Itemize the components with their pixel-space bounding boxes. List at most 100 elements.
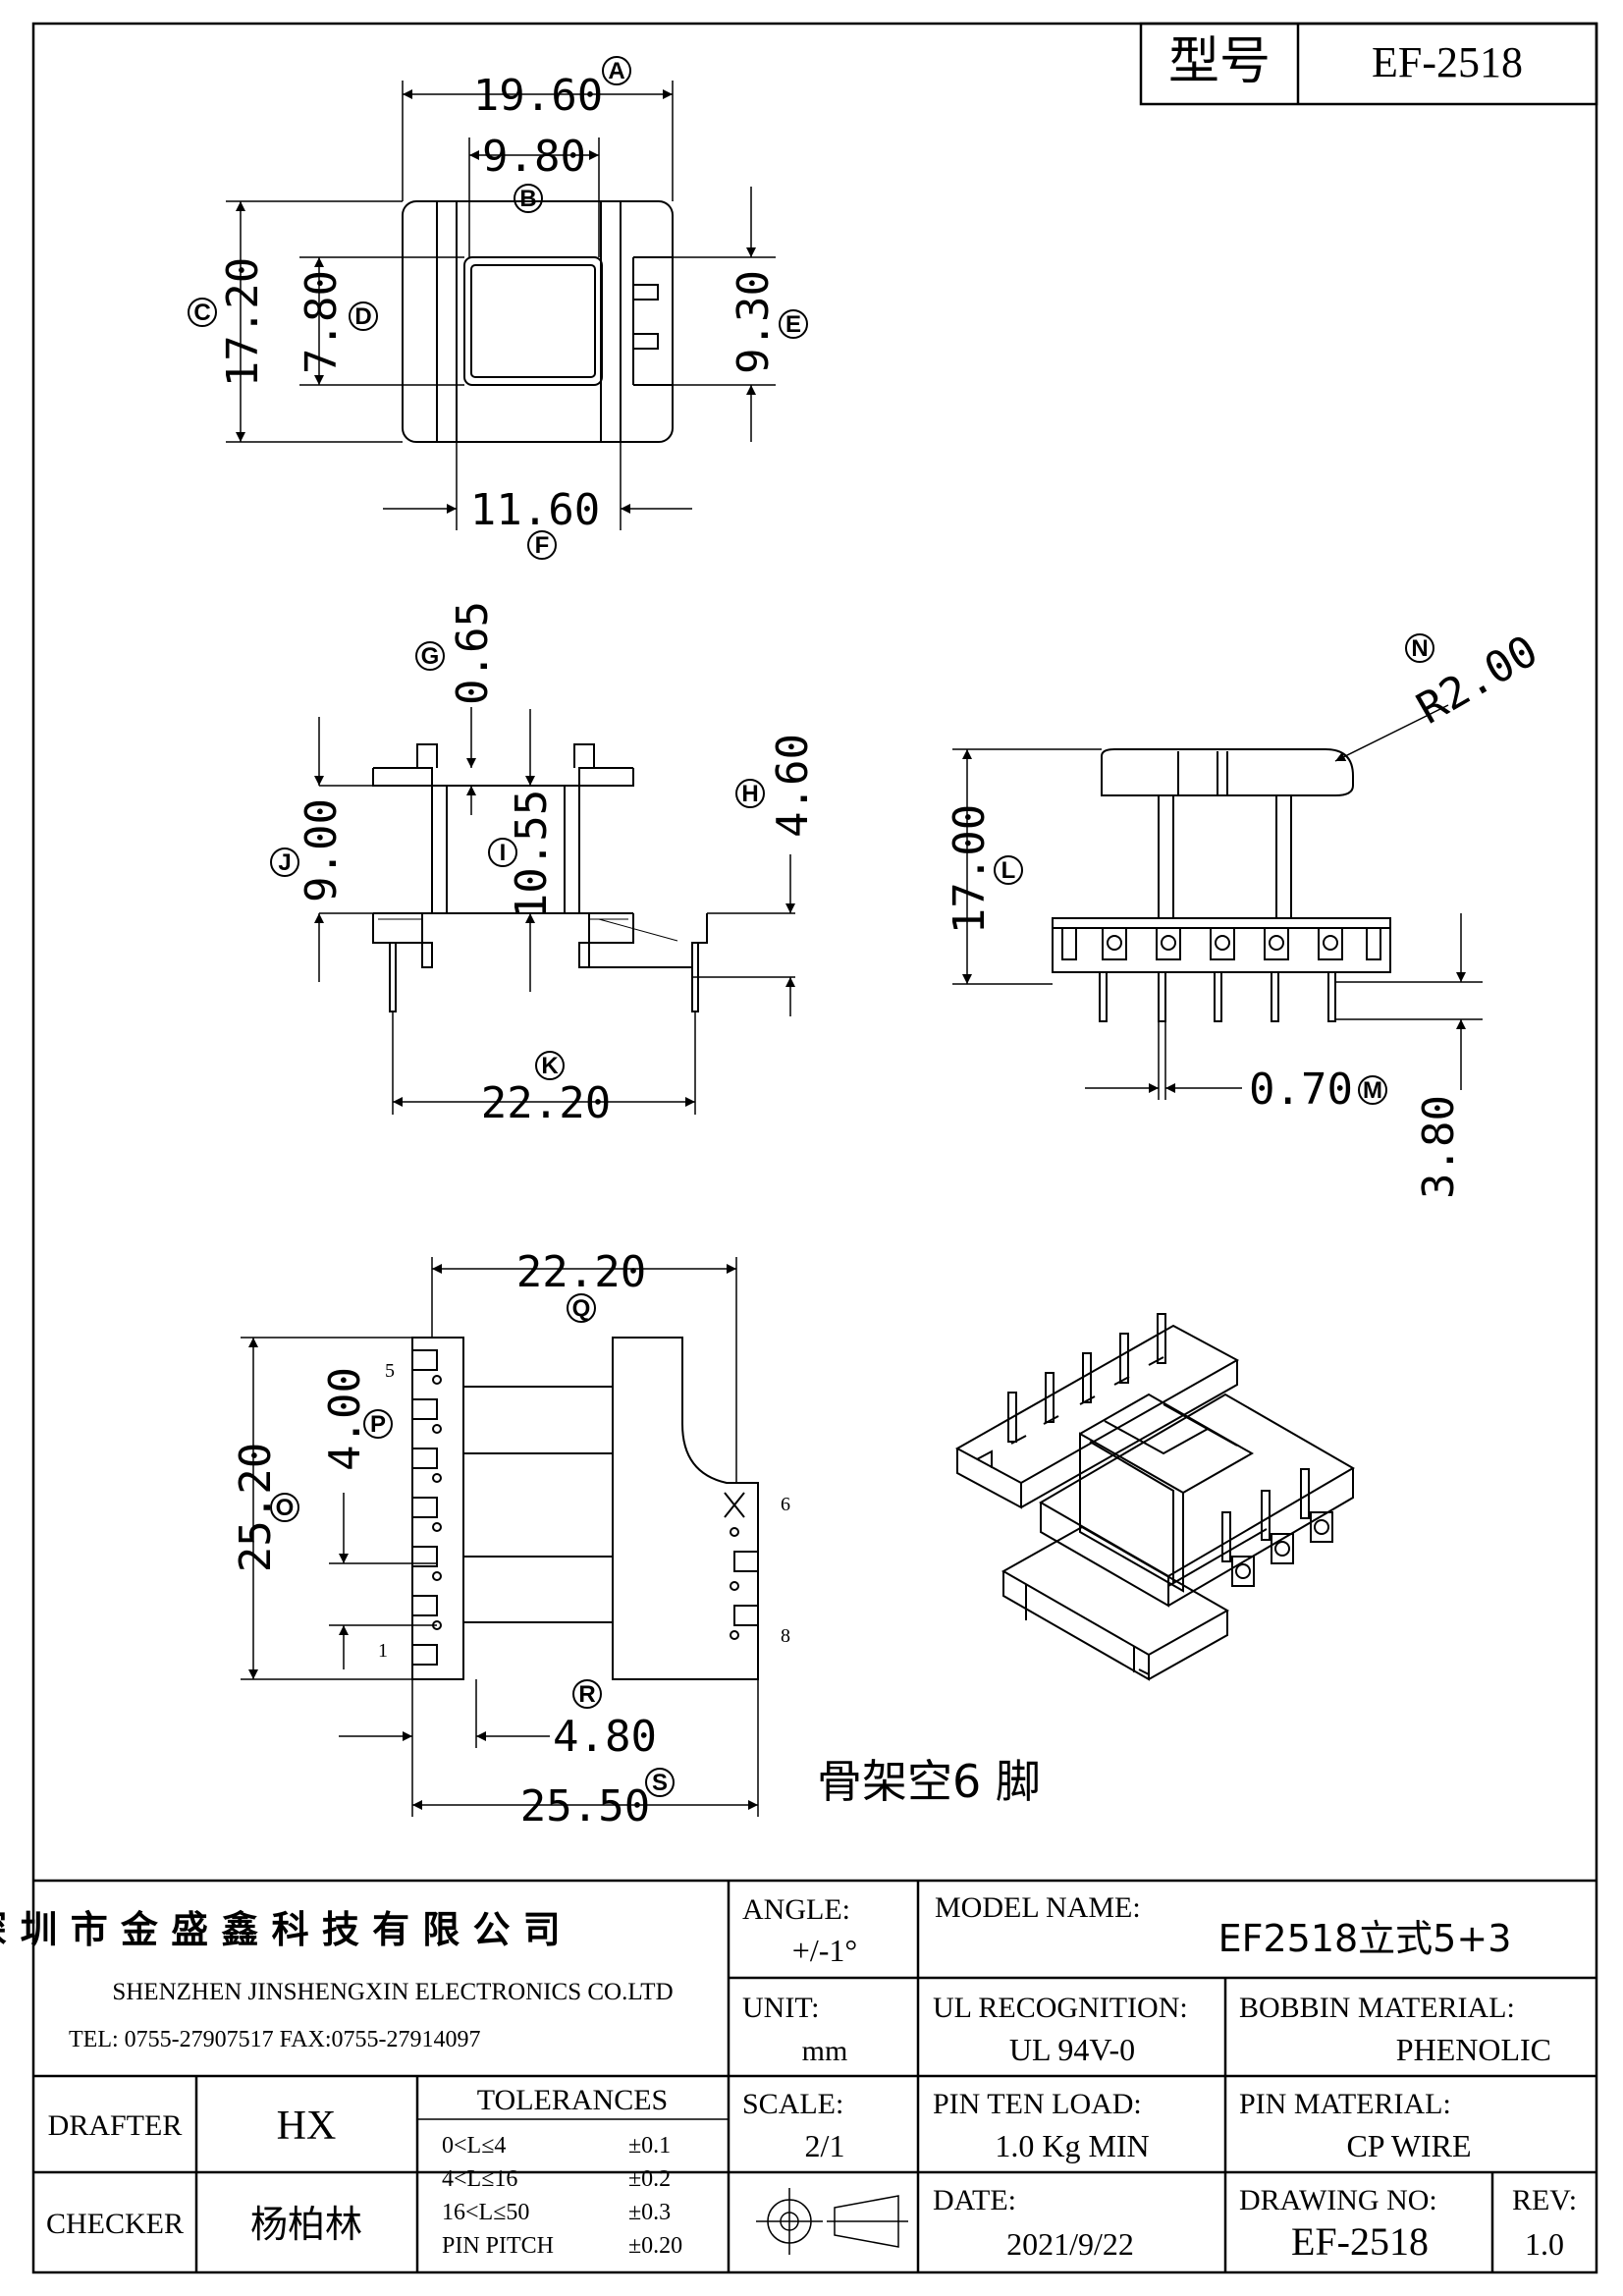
unit-label: UNIT: — [742, 1992, 820, 2024]
bobbin-value: PHENOLIC — [1396, 2032, 1551, 2067]
dim-R-marker — [572, 1679, 602, 1709]
dim-F-letter: F — [535, 532, 550, 559]
pin-material-label: PIN MATERIAL: — [1239, 2088, 1451, 2120]
checker-value: 杨柏林 — [250, 2203, 362, 2246]
dim-I-marker — [488, 838, 517, 867]
pin-label-6: 6 — [781, 1494, 790, 1515]
pin-load-label: PIN TEN LOAD: — [933, 2088, 1142, 2120]
dim-J-value: 9.00 — [297, 798, 347, 902]
dim-R-value: 4.80 — [553, 1712, 657, 1762]
dim-O-letter: O — [276, 1495, 295, 1521]
dim-P-letter: P — [370, 1411, 386, 1438]
front-pin-left — [389, 942, 397, 1012]
front-view-labels: 0.65 G 4.60 H 10.55 I 9.00 J 22.20 K — [270, 601, 818, 1128]
tolerances-label: TOLERANCES — [477, 2084, 668, 2116]
tol-value-2: ±0.3 — [628, 2200, 671, 2225]
dim-Q-letter: Q — [572, 1295, 591, 1322]
rev-value: 1.0 — [1525, 2226, 1564, 2262]
bottom-view-labels: 22.20 Q 25.20 O 4.00 P 4.80 R 25.50 S 5 … — [231, 1247, 1041, 1831]
pin-label-5: 5 — [385, 1360, 395, 1382]
iso-back-pins — [1007, 1313, 1166, 1443]
dim-N-letter: N — [1411, 635, 1428, 662]
dim-K-letter: K — [541, 1053, 559, 1079]
projection-symbol — [756, 2188, 908, 2255]
bottom-view — [241, 1257, 759, 1817]
dim-G-marker — [415, 641, 445, 671]
dim-B-marker — [514, 184, 543, 213]
dim-C-value: 17.20 — [218, 257, 268, 387]
dim-M-value: 0.70 — [1249, 1065, 1353, 1115]
date-value: 2021/9/22 — [1006, 2226, 1134, 2262]
dim-N-value: R2.00 — [1409, 626, 1546, 734]
company-cn: 深 圳 市 金 盛 鑫 科 技 有 限 公 司 — [0, 1908, 561, 1951]
tol-value-1: ±0.2 — [628, 2166, 671, 2192]
dim-F-marker — [527, 530, 557, 560]
model-name-label: MODEL NAME: — [935, 1891, 1141, 1924]
dim-R-letter: R — [578, 1681, 595, 1708]
drafter-value: HX — [277, 2104, 337, 2149]
side-view-labels: R2.00 N 17.00 L 0.70 M 3.80 — [945, 626, 1546, 1199]
rev-label: REV: — [1512, 2184, 1577, 2216]
dim-H-value: 4.60 — [768, 734, 818, 838]
tol-value-3: ±0.20 — [628, 2233, 682, 2259]
pin-load-value: 1.0 Kg MIN — [995, 2128, 1149, 2163]
company-en: SHENZHEN JINSHENGXIN ELECTRONICS CO.LTD — [112, 1979, 673, 2005]
dim-S-letter: S — [652, 1770, 668, 1796]
tol-range-2: 16<L≤50 — [442, 2200, 529, 2225]
dim-P-value: 4.00 — [320, 1367, 370, 1471]
dim-E-value: 9.30 — [729, 270, 779, 374]
ul-value: UL 94V-0 — [1009, 2032, 1135, 2067]
dim-P-marker — [363, 1409, 393, 1439]
tol-value-0: ±0.1 — [628, 2133, 671, 2159]
sheet-border — [31, 22, 1598, 2274]
side-view-pin-holes — [1102, 927, 1343, 960]
dim-F-value: 11.60 — [470, 485, 600, 535]
dim-Q-value: 22.20 — [516, 1247, 646, 1297]
dim-Q-marker — [567, 1293, 596, 1323]
dim-O-marker — [270, 1493, 299, 1522]
dim-S-value: 25.50 — [520, 1781, 650, 1831]
dim-L-letter: L — [1001, 857, 1016, 884]
dim-B-value: 9.80 — [482, 132, 586, 182]
dim-J-marker — [270, 847, 299, 877]
dim-L-value: 17.00 — [945, 804, 995, 934]
dim-pin-length-value: 3.80 — [1414, 1095, 1464, 1199]
scale-value: 2/1 — [805, 2128, 845, 2163]
pin-label-1: 1 — [378, 1640, 388, 1662]
dim-B-letter: B — [519, 186, 536, 212]
company-contact: TEL: 0755-27907517 FAX:0755-27914097 — [69, 2027, 481, 2052]
pin-label-8: 8 — [781, 1625, 790, 1647]
dim-K-marker — [535, 1051, 565, 1080]
dim-J-letter: J — [278, 849, 291, 876]
ul-label: UL RECOGNITION: — [933, 1992, 1188, 2024]
dim-I-value: 10.55 — [507, 790, 557, 919]
missing-pin-note: 骨架空6 脚 — [817, 1755, 1041, 1808]
unit-value: mm — [802, 2035, 848, 2067]
bobbin-label: BOBBIN MATERIAL: — [1239, 1992, 1515, 2024]
dim-A-value: 19.60 — [473, 71, 603, 121]
tol-range-1: 4<L≤16 — [442, 2166, 517, 2192]
drawing-no-value: EF-2518 — [1291, 2219, 1429, 2264]
dim-D-letter: D — [354, 303, 371, 330]
dim-M-letter: M — [1363, 1077, 1382, 1104]
dim-E-letter: E — [785, 311, 801, 338]
header-model-box: 型号 EF-2518 — [1139, 22, 1598, 106]
dim-S-marker — [645, 1768, 675, 1797]
date-label: DATE: — [933, 2184, 1016, 2216]
drawing-no-label: DRAWING NO: — [1239, 2184, 1437, 2216]
title-block-text: 深 圳 市 金 盛 鑫 科 技 有 限 公 司 SHENZHEN JINSHEN… — [0, 1891, 1577, 2264]
dim-E-marker — [779, 309, 808, 339]
top-view — [226, 81, 776, 530]
dim-G-letter: G — [421, 643, 440, 670]
tol-range-0: 0<L≤4 — [442, 2133, 506, 2159]
dim-C-marker — [188, 298, 217, 327]
top-view-labels: 19.60 A 9.80 B 17.20 C 7.80 D 9.30 E 11.… — [188, 56, 808, 560]
drafter-label: DRAFTER — [48, 2109, 183, 2142]
dim-A-marker — [602, 56, 631, 85]
dim-L-marker — [994, 855, 1023, 885]
title-block — [33, 1879, 1596, 2272]
header-model-label: 型号 — [1168, 34, 1271, 90]
checker-label: CHECKER — [46, 2208, 184, 2240]
tol-range-3: PIN PITCH — [442, 2233, 554, 2259]
